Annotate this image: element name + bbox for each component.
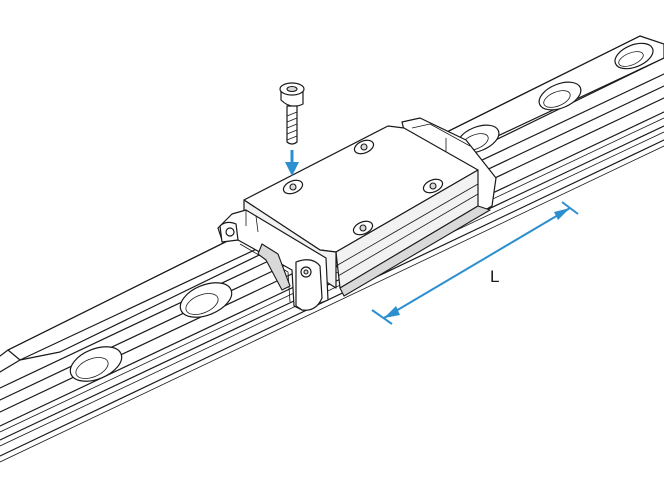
- cap-screw: [279, 82, 305, 145]
- rail-mounting-hole-5: [614, 42, 654, 70]
- carriage-block: [217, 117, 497, 311]
- end-plate-rail-slot: [257, 243, 291, 291]
- dimension-label: L: [490, 267, 499, 286]
- block-tapped-hole-2: [282, 179, 304, 195]
- block-tapped-hole-4: [352, 220, 374, 236]
- screw-thread-lines: [286, 111, 298, 141]
- rail-mounting-hole-1: [69, 346, 123, 382]
- screw-insert-arrow: [285, 150, 299, 176]
- dimension-tick-left: [371, 309, 393, 325]
- block-lower-skirt: [339, 205, 491, 297]
- dimension-tick-right: [561, 201, 579, 215]
- block-tapped-hole-1: [353, 139, 375, 155]
- dimension-arrow-right: [554, 208, 570, 220]
- length-dimension: L: [371, 201, 579, 325]
- block-tapped-hole-3: [422, 178, 444, 194]
- grease-nipple: [219, 221, 239, 243]
- rail-mounting-hole-4: [538, 81, 582, 111]
- dimension-arrow-left: [384, 306, 400, 318]
- rail-left-end: [0, 349, 21, 373]
- end-seal: [295, 259, 323, 311]
- dimension-line: [383, 207, 571, 319]
- rail-mounting-hole-2: [179, 282, 233, 318]
